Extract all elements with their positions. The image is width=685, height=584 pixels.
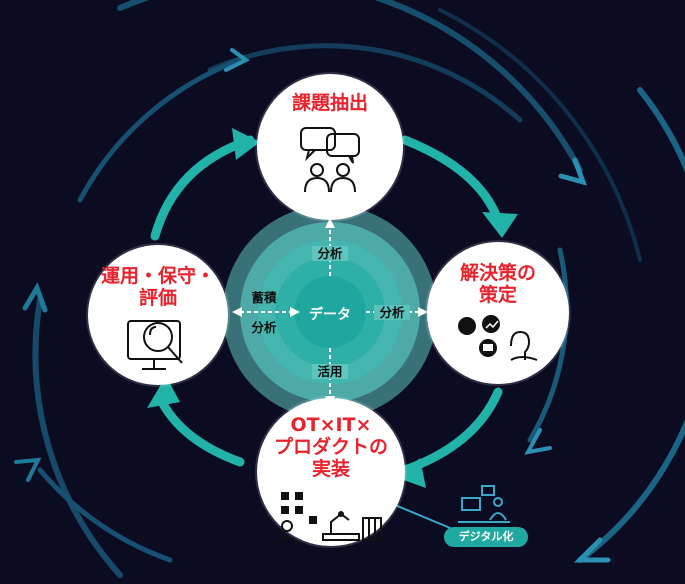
person-thinking-icon (510, 330, 538, 361)
flow-label-bottom: 活用 (312, 364, 348, 379)
node-title-line2: プロダクトの (273, 436, 388, 458)
node-title-line2: 評価 (138, 287, 177, 309)
outer-swirl (14, 0, 685, 578)
digital-worker-icon (458, 485, 510, 523)
implementation-icons (276, 492, 382, 544)
node-title-line1: 運用・保守・ (100, 265, 215, 287)
factory-icon (362, 517, 382, 541)
robot-arm-icon (322, 511, 360, 541)
flowchart-icon (281, 492, 317, 524)
node-issue-extraction: 課題抽出 (257, 74, 403, 220)
person-icon (276, 520, 298, 544)
digitalization-badge: デジタル化 (444, 527, 528, 547)
cycle-arrowheads (147, 128, 518, 488)
node-operation-evaluation: 運用・保守・ 評価 (88, 245, 228, 385)
node-title: 課題抽出 (291, 92, 368, 114)
badge-connector (394, 504, 456, 531)
node-solution-planning: 解決策の 策定 (427, 242, 569, 384)
node-title-line3: 実装 (311, 458, 350, 480)
gear-icon (458, 317, 476, 335)
center-label: データ (309, 307, 351, 323)
node-title-line2: 策定 (478, 284, 517, 306)
flow-label-right: 分析 (374, 305, 410, 320)
flow-label-left-bottom: 分析 (251, 320, 277, 335)
node-implementation: OT×IT× プロダクトの 実装 (257, 398, 405, 546)
node-title-line1: OT×IT× (290, 414, 372, 436)
node-title-line1: 解決策の (459, 262, 536, 284)
flow-label-top: 分析 (312, 246, 348, 261)
monitor-analysis-icon (127, 320, 183, 370)
speech-bubbles-icon (300, 127, 360, 193)
data-core (223, 205, 437, 419)
solution-icons (458, 315, 538, 361)
flow-label-left-top: 蓄積 (251, 290, 277, 305)
